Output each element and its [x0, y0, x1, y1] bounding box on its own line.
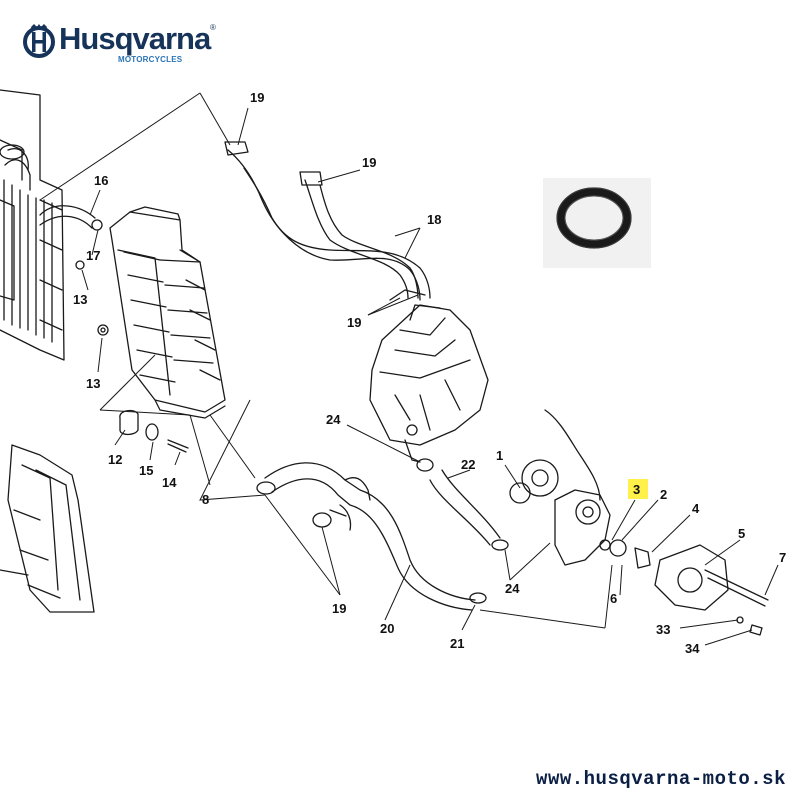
callout-19: 19 — [332, 601, 346, 616]
callout-3: 3 — [633, 482, 640, 497]
radiator-shroud — [0, 444, 95, 613]
callout-20: 20 — [380, 621, 394, 636]
footer-url[interactable]: www.husqvarna-moto.sk — [536, 768, 786, 790]
hose-22 — [429, 469, 501, 546]
registered-mark: ® — [210, 23, 216, 32]
radiator-8 — [109, 206, 226, 419]
callout-14: 14 — [162, 475, 177, 490]
callout-12: 12 — [108, 452, 122, 467]
hose-16 — [39, 205, 96, 229]
hose-18 — [227, 149, 431, 301]
callout-13: 13 — [86, 376, 100, 391]
callout-19: 19 — [250, 90, 264, 105]
left-radiator — [0, 89, 65, 361]
cylinder-head — [369, 289, 489, 463]
callout-6: 6 — [610, 591, 617, 606]
leader-lines — [39, 92, 779, 646]
callout-5: 5 — [738, 526, 745, 541]
husqvarna-crown-icon — [23, 24, 55, 58]
callout-8: 8 — [202, 492, 209, 507]
callout-15: 15 — [139, 463, 153, 478]
callout-24: 24 — [505, 581, 520, 596]
brand-logo: Husqvarna ® MOTORCYCLES — [22, 20, 222, 70]
water-pump — [509, 409, 769, 636]
callout-24: 24 — [326, 412, 341, 427]
callout-13: 13 — [73, 292, 87, 307]
highlight-part-3 — [628, 479, 648, 499]
hose-20 — [264, 462, 476, 611]
callout-labels: 19 19 19 16 17 18 13 13 12 15 14 8 24 22… — [73, 90, 786, 656]
callout-4: 4 — [692, 501, 700, 516]
callout-17: 17 — [86, 248, 100, 263]
o-ring-photo — [543, 178, 651, 268]
brand-name: Husqvarna — [59, 21, 211, 56]
callout-19: 19 — [347, 315, 361, 330]
callout-33: 33 — [656, 622, 670, 637]
callout-7: 7 — [779, 550, 786, 565]
callout-2: 2 — [660, 487, 667, 502]
brand-subtitle: MOTORCYCLES — [118, 55, 183, 64]
callout-1: 1 — [496, 448, 503, 463]
callout-16: 16 — [94, 173, 108, 188]
callout-34: 34 — [685, 641, 700, 656]
callout-18: 18 — [427, 212, 441, 227]
callout-21: 21 — [450, 636, 464, 651]
callout-19: 19 — [362, 155, 376, 170]
callout-22: 22 — [461, 457, 475, 472]
